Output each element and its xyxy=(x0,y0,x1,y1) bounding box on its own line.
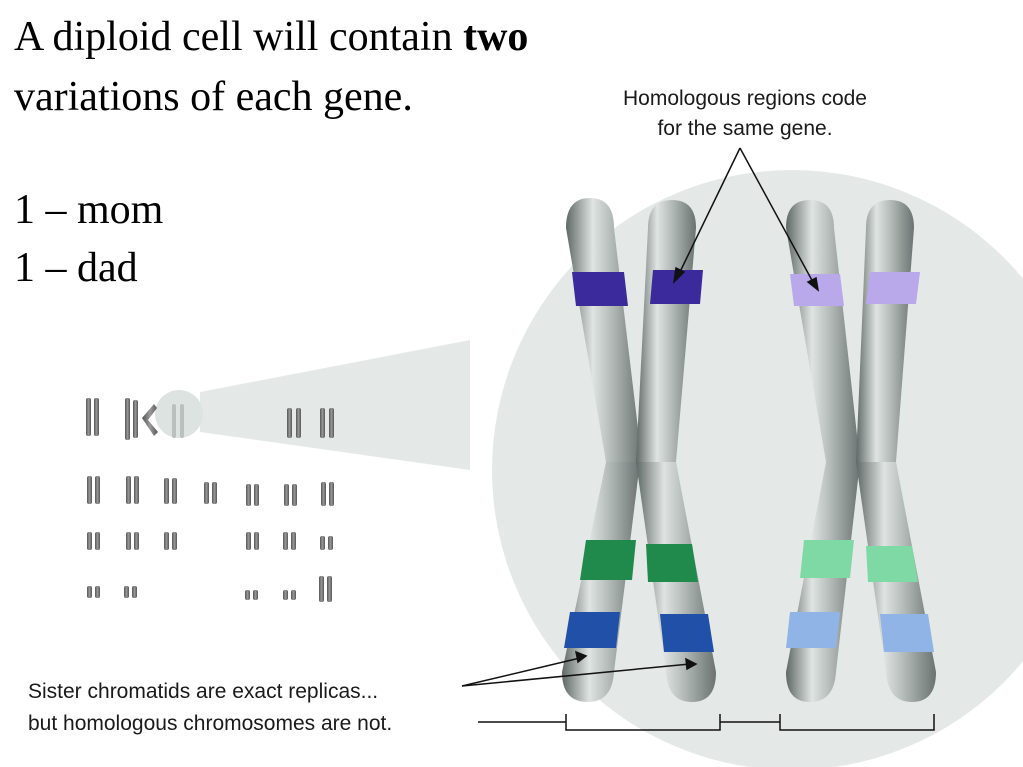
karyotype xyxy=(86,398,334,602)
band-purple-left-b xyxy=(650,270,703,304)
homologous-callout-line-1: Homologous regions code xyxy=(623,87,867,110)
zoom-cone xyxy=(200,340,470,470)
homologous-callout: Homologous regions code for the same gen… xyxy=(560,84,930,144)
band-green-left-a xyxy=(580,540,636,580)
band-purple-left-a xyxy=(572,272,628,306)
sister-arrows xyxy=(461,650,698,687)
sister-callout: Sister chromatids are exact replicas... … xyxy=(28,676,392,740)
band-blue-left-b xyxy=(660,614,714,652)
chromatid-left-a-upper xyxy=(566,198,642,462)
heading-prefix: A diploid cell will contain xyxy=(14,14,464,60)
chromatid-right-b-upper xyxy=(856,200,914,462)
band-light-blue-right-b xyxy=(880,614,934,652)
brackets xyxy=(478,714,935,731)
heading-emphasis: two xyxy=(463,14,529,60)
band-light-green-right-a xyxy=(800,540,854,578)
heading-line-2: variations of each gene. xyxy=(14,74,413,120)
band-green-left-b xyxy=(646,544,698,582)
heading-line-1: A diploid cell will contain two xyxy=(14,16,528,58)
sister-callout-line-1: Sister chromatids are exact replicas... xyxy=(28,680,379,703)
chromosome-right xyxy=(786,200,936,702)
zoom-source-circle xyxy=(155,390,203,438)
homologous-arrows xyxy=(672,147,820,292)
mom-line: 1 – mom xyxy=(14,187,164,233)
band-light-green-right-b xyxy=(866,546,918,582)
band-light-blue-right-a xyxy=(786,612,840,648)
homologous-callout-line-2: for the same gene. xyxy=(657,117,833,140)
dad-line: 1 – dad xyxy=(14,245,138,291)
band-blue-left-a xyxy=(564,612,620,648)
chromatid-left-b-upper xyxy=(636,200,696,462)
band-light-purple-right-b xyxy=(866,272,920,304)
chromosome-left xyxy=(562,198,716,702)
sister-callout-line-2: but homologous chromosomes are not. xyxy=(28,712,393,735)
